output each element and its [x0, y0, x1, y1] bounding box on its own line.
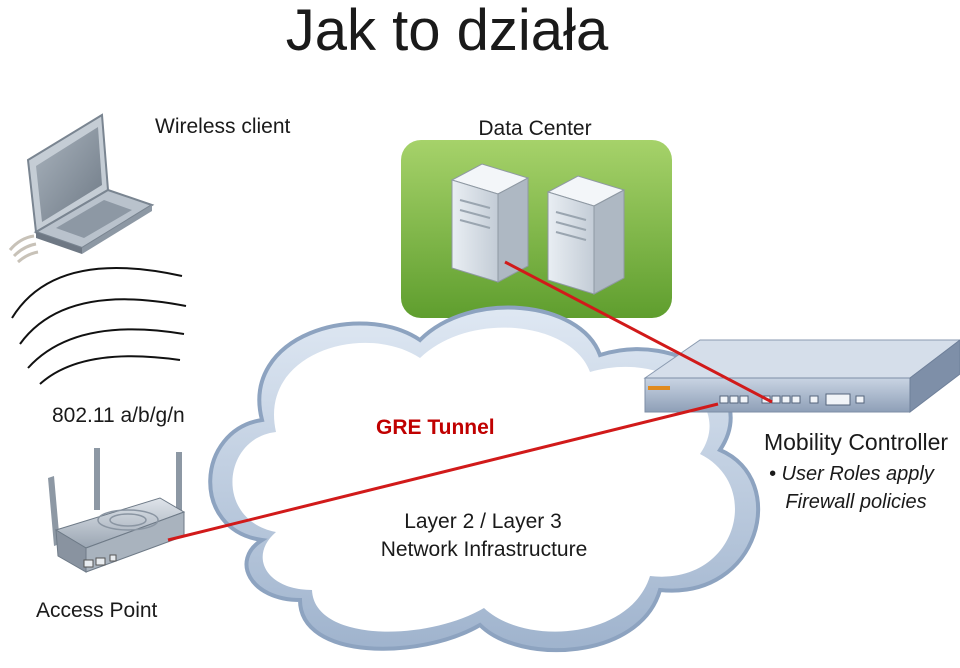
server-icon: [546, 175, 626, 295]
data-center-label: Data Center: [478, 117, 591, 140]
gre-tunnel-line: [167, 402, 719, 542]
access-point-icon: [48, 448, 186, 573]
network-cloud: [208, 305, 761, 652]
radio-waves: [11, 267, 187, 385]
infrastructure-label-line2: Network Infrastructure: [381, 538, 588, 561]
infrastructure-label-line1: Layer 2 / Layer 3: [404, 510, 562, 533]
user-roles-bullet: • User Roles apply: [769, 463, 935, 485]
access-point-label: Access Point: [36, 599, 158, 622]
wireless-client-label: Wireless client: [155, 115, 291, 138]
wifi-signal-icon: [8, 234, 39, 264]
server-icon: [450, 163, 530, 283]
mobility-controller-label: Mobility Controller: [764, 429, 948, 455]
wifi-standard-label: 802.11 a/b/g/n: [52, 404, 185, 427]
laptop-icon: [26, 113, 155, 254]
gre-tunnel-label: GRE Tunnel: [376, 416, 495, 439]
firewall-policies-label: Firewall policies: [785, 491, 926, 513]
page-title: Jak to działa: [286, 0, 609, 63]
mobility-controller-icon: [643, 339, 960, 414]
datacenter-link-line: [504, 260, 773, 404]
data-center-block: [401, 140, 672, 318]
